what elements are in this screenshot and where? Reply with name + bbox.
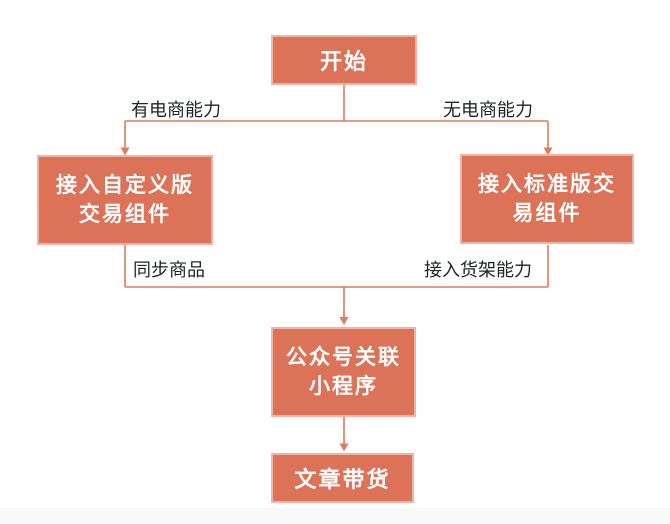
node-article-sales: 文章带货: [271, 453, 414, 503]
edge-label-no-ecommerce: 无电商能力: [443, 100, 533, 120]
node-standard-trade-component: 接入标准版交 易组件: [460, 154, 634, 244]
arrow-down-icon: [339, 317, 349, 325]
footer-strip: [0, 508, 670, 524]
edge-label-sync-goods: 同步商品: [133, 260, 205, 280]
edge-label-has-ecommerce: 有电商能力: [131, 100, 221, 120]
node-label-line2: 交易组件: [79, 203, 171, 226]
node-start: 开始: [271, 35, 417, 85]
node-custom-trade-component: 接入自定义版 交易组件: [37, 155, 213, 245]
node-label-line2: 小程序: [309, 375, 378, 398]
node-label: 文章带货: [294, 467, 391, 492]
edge-label-shelf-ability: 接入货架能力: [424, 260, 532, 280]
node-label-line1: 接入标准版交: [478, 173, 616, 196]
arrow-down-icon: [120, 147, 130, 156]
node-label: 开始: [319, 49, 368, 74]
node-mini-program-link: 公众号关联 小程序: [271, 327, 416, 417]
arrow-down-icon: [339, 443, 349, 452]
node-label-line1: 公众号关联: [286, 346, 401, 369]
node-label-line1: 接入自定义版: [56, 174, 194, 197]
node-label-line2: 易组件: [512, 202, 582, 225]
arrow-down-icon: [543, 147, 553, 156]
